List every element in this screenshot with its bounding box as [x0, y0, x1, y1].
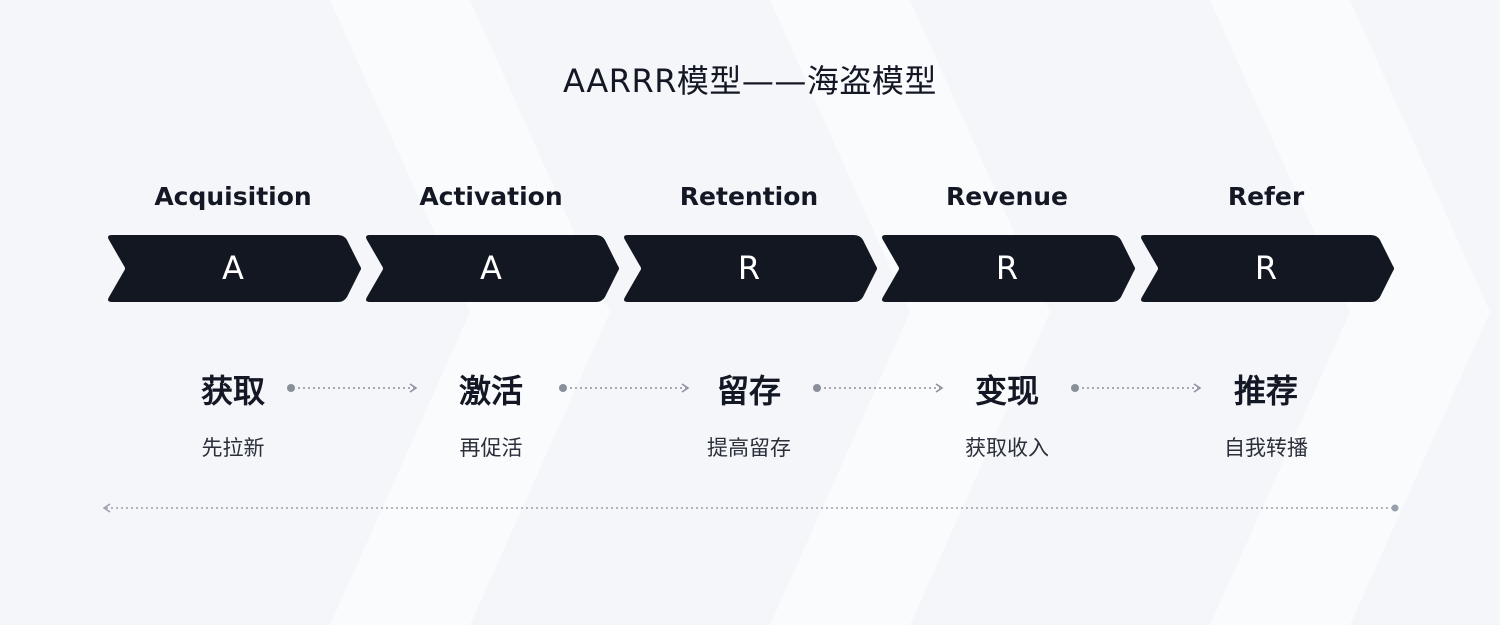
stage-name: Activation	[419, 182, 563, 211]
dotted-arrow-connector	[1071, 383, 1202, 393]
stage-name: Revenue	[945, 182, 1068, 211]
dotted-arrow-connector	[287, 383, 418, 393]
chevron-shape	[624, 235, 877, 302]
stage-name: Refer	[1227, 182, 1305, 211]
stage-chinese-name: 变现	[974, 372, 1039, 410]
stage-letter: R	[995, 249, 1019, 287]
stage-name: Retention	[679, 182, 819, 211]
page-title: AARRR模型——海盗模型	[563, 62, 937, 100]
stage-letter: R	[737, 249, 761, 287]
stage-chinese-name: 获取	[200, 372, 265, 410]
stage-letter: A	[222, 249, 244, 287]
stage-description: 再促活	[459, 436, 523, 460]
stage-letter: R	[1254, 249, 1278, 287]
chevron-shape	[366, 235, 619, 302]
stage-letter: A	[480, 249, 502, 287]
dotted-arrow-connector	[813, 383, 944, 393]
stage-chinese-name: 激活	[458, 372, 523, 410]
stage-chinese-name: 留存	[716, 372, 781, 410]
stage-description: 先拉新	[201, 436, 265, 460]
chevron-shape	[882, 235, 1135, 302]
stage-description: 获取收入	[965, 436, 1049, 460]
chevron-shape	[108, 235, 361, 302]
stage-chinese-name: 推荐	[1233, 372, 1298, 410]
timeline-line	[102, 503, 1399, 513]
dotted-arrow-connector	[559, 383, 690, 393]
stage-description: 自我转播	[1224, 436, 1308, 460]
chevron-shape	[1141, 235, 1394, 302]
stage-name: Acquisition	[154, 182, 312, 211]
stage-description: 提高留存	[707, 436, 791, 460]
